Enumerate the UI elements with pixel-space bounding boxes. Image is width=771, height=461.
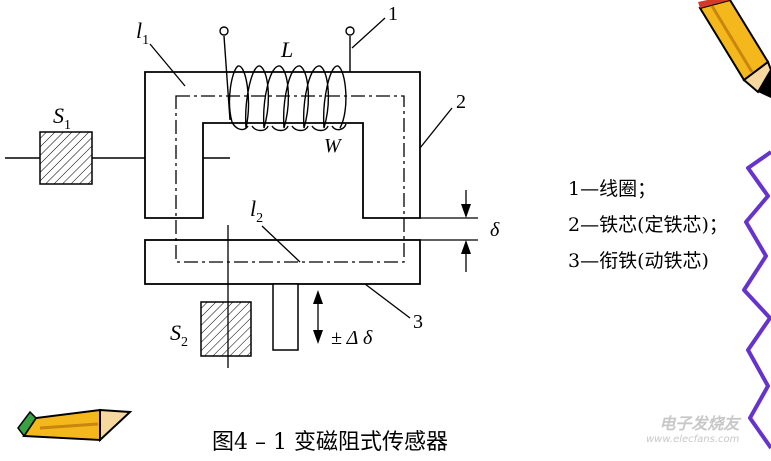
label-coil-L: L (280, 37, 293, 62)
legend-item-coil: 1—线圈； (568, 178, 657, 200)
decorative-border (742, 150, 771, 450)
coil-winding (228, 65, 347, 132)
leader-3 (364, 283, 411, 319)
gap-arrowhead-top (461, 204, 471, 218)
watermark: 电子发烧友 www.elecfans.com (628, 410, 739, 445)
push-rod (272, 283, 299, 351)
leader-1 (351, 17, 386, 49)
displacement-arrowhead-down (313, 330, 323, 344)
legend: 1—线圈； 2—铁芯(定铁芯)； 3—衔铁(动铁芯) (568, 171, 728, 279)
iron-core (144, 71, 421, 219)
label-delta-change: ± Δ δ (331, 327, 373, 349)
label-ref-3: 3 (413, 311, 423, 333)
pencil-icon (17, 408, 133, 443)
pencil-icon (698, 0, 771, 98)
watermark-brand: 电子发烧友 (659, 414, 740, 433)
gap-arrowhead-bottom (461, 240, 471, 254)
label-l2: l2 (250, 196, 263, 226)
label-l1: l1 (136, 18, 149, 48)
watermark-url: www.elecfans.com (646, 434, 740, 445)
leader-2 (419, 107, 453, 149)
legend-item-core: 2—铁芯(定铁芯)； (568, 214, 728, 236)
coil-lead-left (223, 35, 231, 121)
coil-terminal-right (345, 26, 355, 36)
leader-l1 (149, 43, 186, 87)
label-ref-2: 2 (456, 91, 466, 113)
displacement-arrowhead-up (313, 290, 323, 304)
label-ref-1: 1 (388, 3, 398, 25)
label-delta: δ (490, 219, 500, 241)
s2-sensor-block (200, 301, 252, 357)
label-winding-W: W (324, 135, 343, 157)
coil-terminal-left (219, 26, 229, 36)
leader-l2 (261, 225, 301, 263)
label-s1: S1 (53, 103, 71, 133)
legend-item-armature: 3—衔铁(动铁芯) (568, 250, 709, 272)
label-s2: S2 (170, 320, 188, 350)
figure-caption: 图4 – 1 变磁阻式传感器 (212, 430, 448, 455)
s1-sensor-block (39, 131, 93, 185)
